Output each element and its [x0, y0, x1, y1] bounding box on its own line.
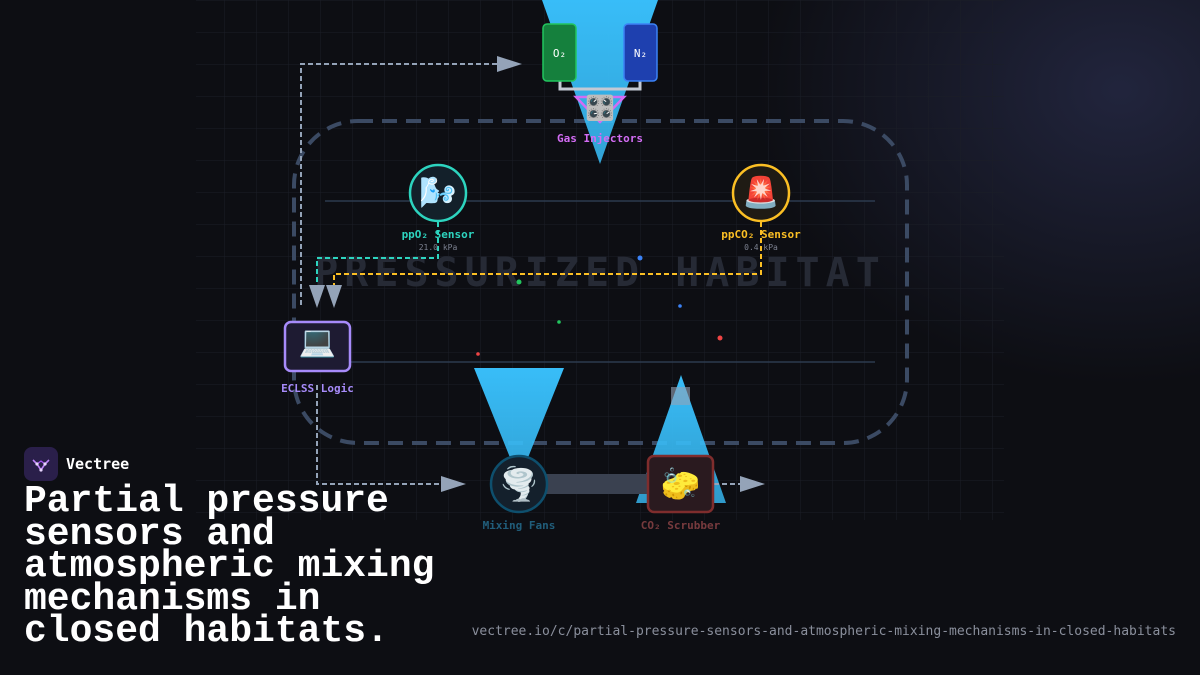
tank-manifold	[558, 78, 642, 91]
injector-command-arrow	[497, 56, 522, 72]
co2-scrubber-node[interactable]: 🧽 CO₂ Scrubber	[641, 454, 721, 532]
brand[interactable]: Vectree	[24, 447, 129, 481]
ppo2-sensor-node[interactable]: 🌬️ ppO₂ Sensor 21.0 kPa	[402, 163, 475, 252]
eclss-logic-node[interactable]: 💻 ECLSS Logic	[281, 320, 354, 395]
ppo2-sensor-value: 21.0 kPa	[419, 243, 458, 252]
mixing-fans-label: Mixing Fans	[483, 519, 556, 532]
fan-command-line	[316, 385, 445, 485]
ppco2-sensor-label: ppCO₂ Sensor	[721, 228, 801, 241]
gas-injectors-node[interactable]: 🎛️ Gas Injectors	[557, 94, 643, 145]
laptop-icon: 💻	[299, 325, 336, 360]
scrubber-duct	[671, 387, 690, 405]
n2-tank-label: N₂	[634, 47, 647, 60]
mixing-fans-node[interactable]: 🌪️ Mixing Fans	[483, 454, 556, 532]
ppo2-sensor-label: ppO₂ Sensor	[402, 228, 475, 241]
siren-icon: 🚨	[742, 175, 779, 211]
wind-icon: 🌬️	[419, 176, 456, 211]
co2-scrubber-label: CO₂ Scrubber	[641, 519, 721, 532]
brand-name: Vectree	[66, 455, 130, 473]
ppo2-signal-line	[316, 222, 439, 288]
ppco2-sensor-value: 0.4 kPa	[744, 243, 778, 252]
sponge-icon: 🧽	[661, 465, 704, 503]
page-title: Partial pressure sensors and atmospheric…	[24, 480, 435, 653]
gas-particles	[476, 255, 723, 356]
o2-tank-label: O₂	[553, 47, 566, 60]
ppco2-sensor-node[interactable]: 🚨 ppCO₂ Sensor 0.4 kPa	[721, 163, 801, 252]
tornado-icon: 🌪️	[499, 465, 539, 503]
eclss-logic-label: ECLSS Logic	[281, 382, 354, 395]
gas-injectors-label: Gas Injectors	[557, 132, 643, 145]
n2-tank[interactable]: N₂	[623, 23, 658, 82]
ppco2-signal-arrow	[326, 285, 342, 308]
scrubber-outlet-arrow	[740, 476, 765, 492]
fan-to-scrubber-duct	[540, 474, 655, 494]
injector-knobs-icon: 🎛️	[585, 94, 615, 122]
o2-tank[interactable]: O₂	[542, 23, 577, 82]
page-url[interactable]: vectree.io/c/partial-pressure-sensors-an…	[471, 624, 1176, 639]
fan-command-arrow	[441, 476, 466, 492]
vectree-logo-icon	[24, 447, 58, 481]
injector-command-line	[300, 63, 500, 305]
ppo2-signal-arrow	[309, 285, 325, 308]
mixing-intake-beam	[474, 368, 564, 480]
ppco2-signal-line	[333, 222, 762, 288]
